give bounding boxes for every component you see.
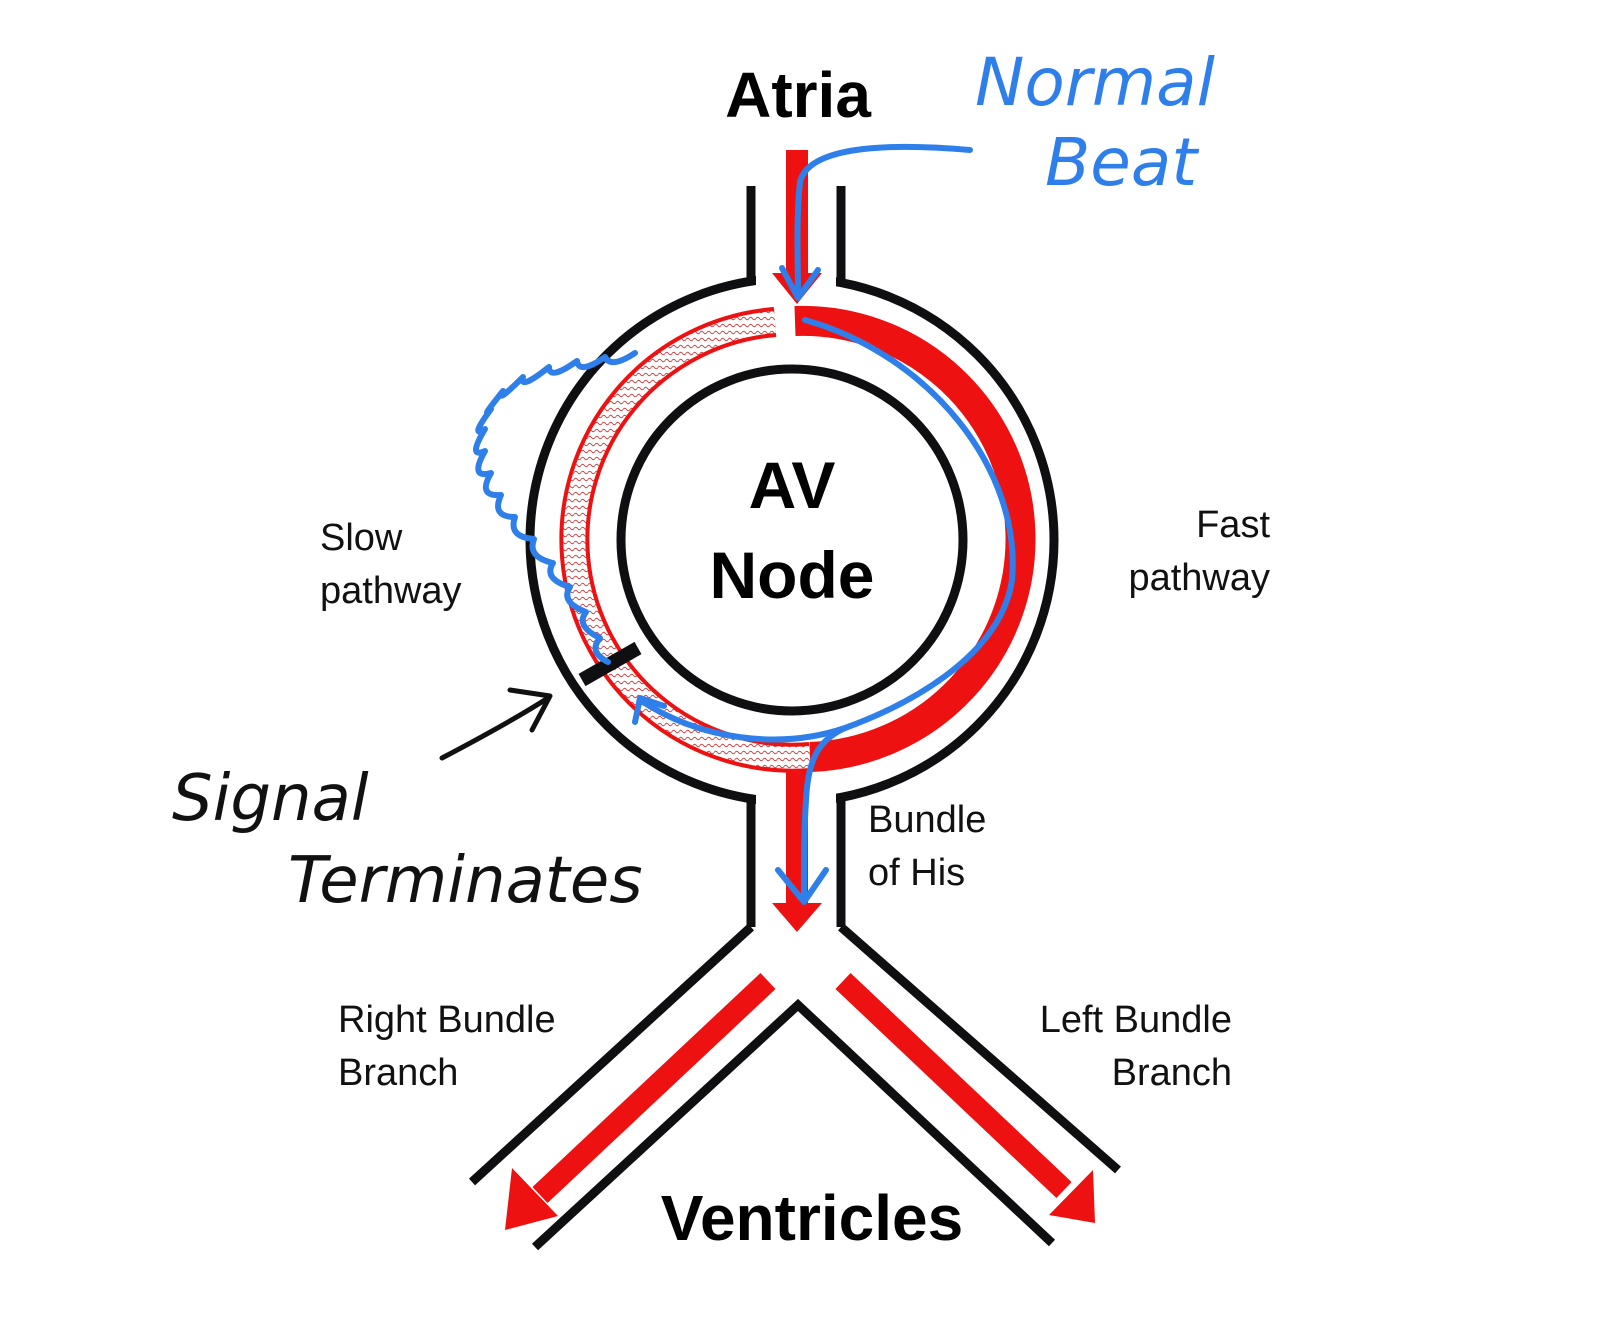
signal-path	[473, 143, 1016, 905]
av-node-label-line2: Node	[710, 538, 875, 612]
normal-beat-pointer	[794, 143, 973, 299]
fast-pathway-label-line1: Fast	[1196, 504, 1270, 546]
right-bundle-label-line2: Branch	[338, 1052, 458, 1094]
ventricles-label: Ventricles	[661, 1182, 963, 1254]
slow-pathway-squiggle	[473, 350, 638, 665]
left-branch-arrow-shaft	[835, 973, 1072, 1198]
signal-terminates-annotation-line2: Terminates	[288, 844, 643, 918]
av-node-inner-circle	[616, 364, 968, 716]
fast-pathway-band	[794, 305, 1036, 772]
his-arrow-head	[772, 903, 822, 932]
retrograde-signal	[637, 697, 848, 743]
slow-pathway-hatch	[563, 311, 811, 769]
bundle-of-his-label-line1: Bundle	[868, 799, 986, 841]
signal-terminates-annotation-line1: Signal	[172, 762, 369, 836]
right-bundle-label-line1: Right Bundle	[338, 999, 556, 1041]
signal-terminates-arrow	[439, 687, 553, 761]
slow-pathway-label-line1: Slow	[320, 517, 403, 559]
left-bundle-label-line1: Left Bundle	[1040, 999, 1232, 1041]
right-branch-arrow-shaft	[532, 972, 776, 1204]
av-node-label-line1: AV	[749, 448, 836, 522]
branch-inner-wall	[531, 998, 1056, 1251]
fast-pathway-signal	[801, 317, 1016, 903]
normal-beat-annotation-line2: Beat	[1045, 124, 1199, 201]
left-bundle-label-line2: Branch	[1112, 1052, 1232, 1094]
normal-beat-pointer-head	[779, 265, 821, 301]
normal-beat-annotation-line1: Normal	[975, 44, 1216, 121]
bundle-of-his-label-line2: of His	[868, 852, 965, 894]
left-branch-arrow-head	[1049, 1170, 1095, 1223]
right-branch-arrow-head	[505, 1168, 558, 1230]
fast-pathway-label-line2: pathway	[1128, 557, 1270, 599]
slow-pathway-label-line2: pathway	[320, 570, 462, 612]
conduction-outline	[468, 186, 1121, 1251]
his-signal-head	[775, 867, 829, 905]
left-branch-outer-wall	[838, 923, 1121, 1174]
atria-label: Atria	[725, 59, 871, 131]
right-branch-outer-wall	[468, 923, 755, 1186]
retrograde-signal-head	[632, 695, 667, 725]
